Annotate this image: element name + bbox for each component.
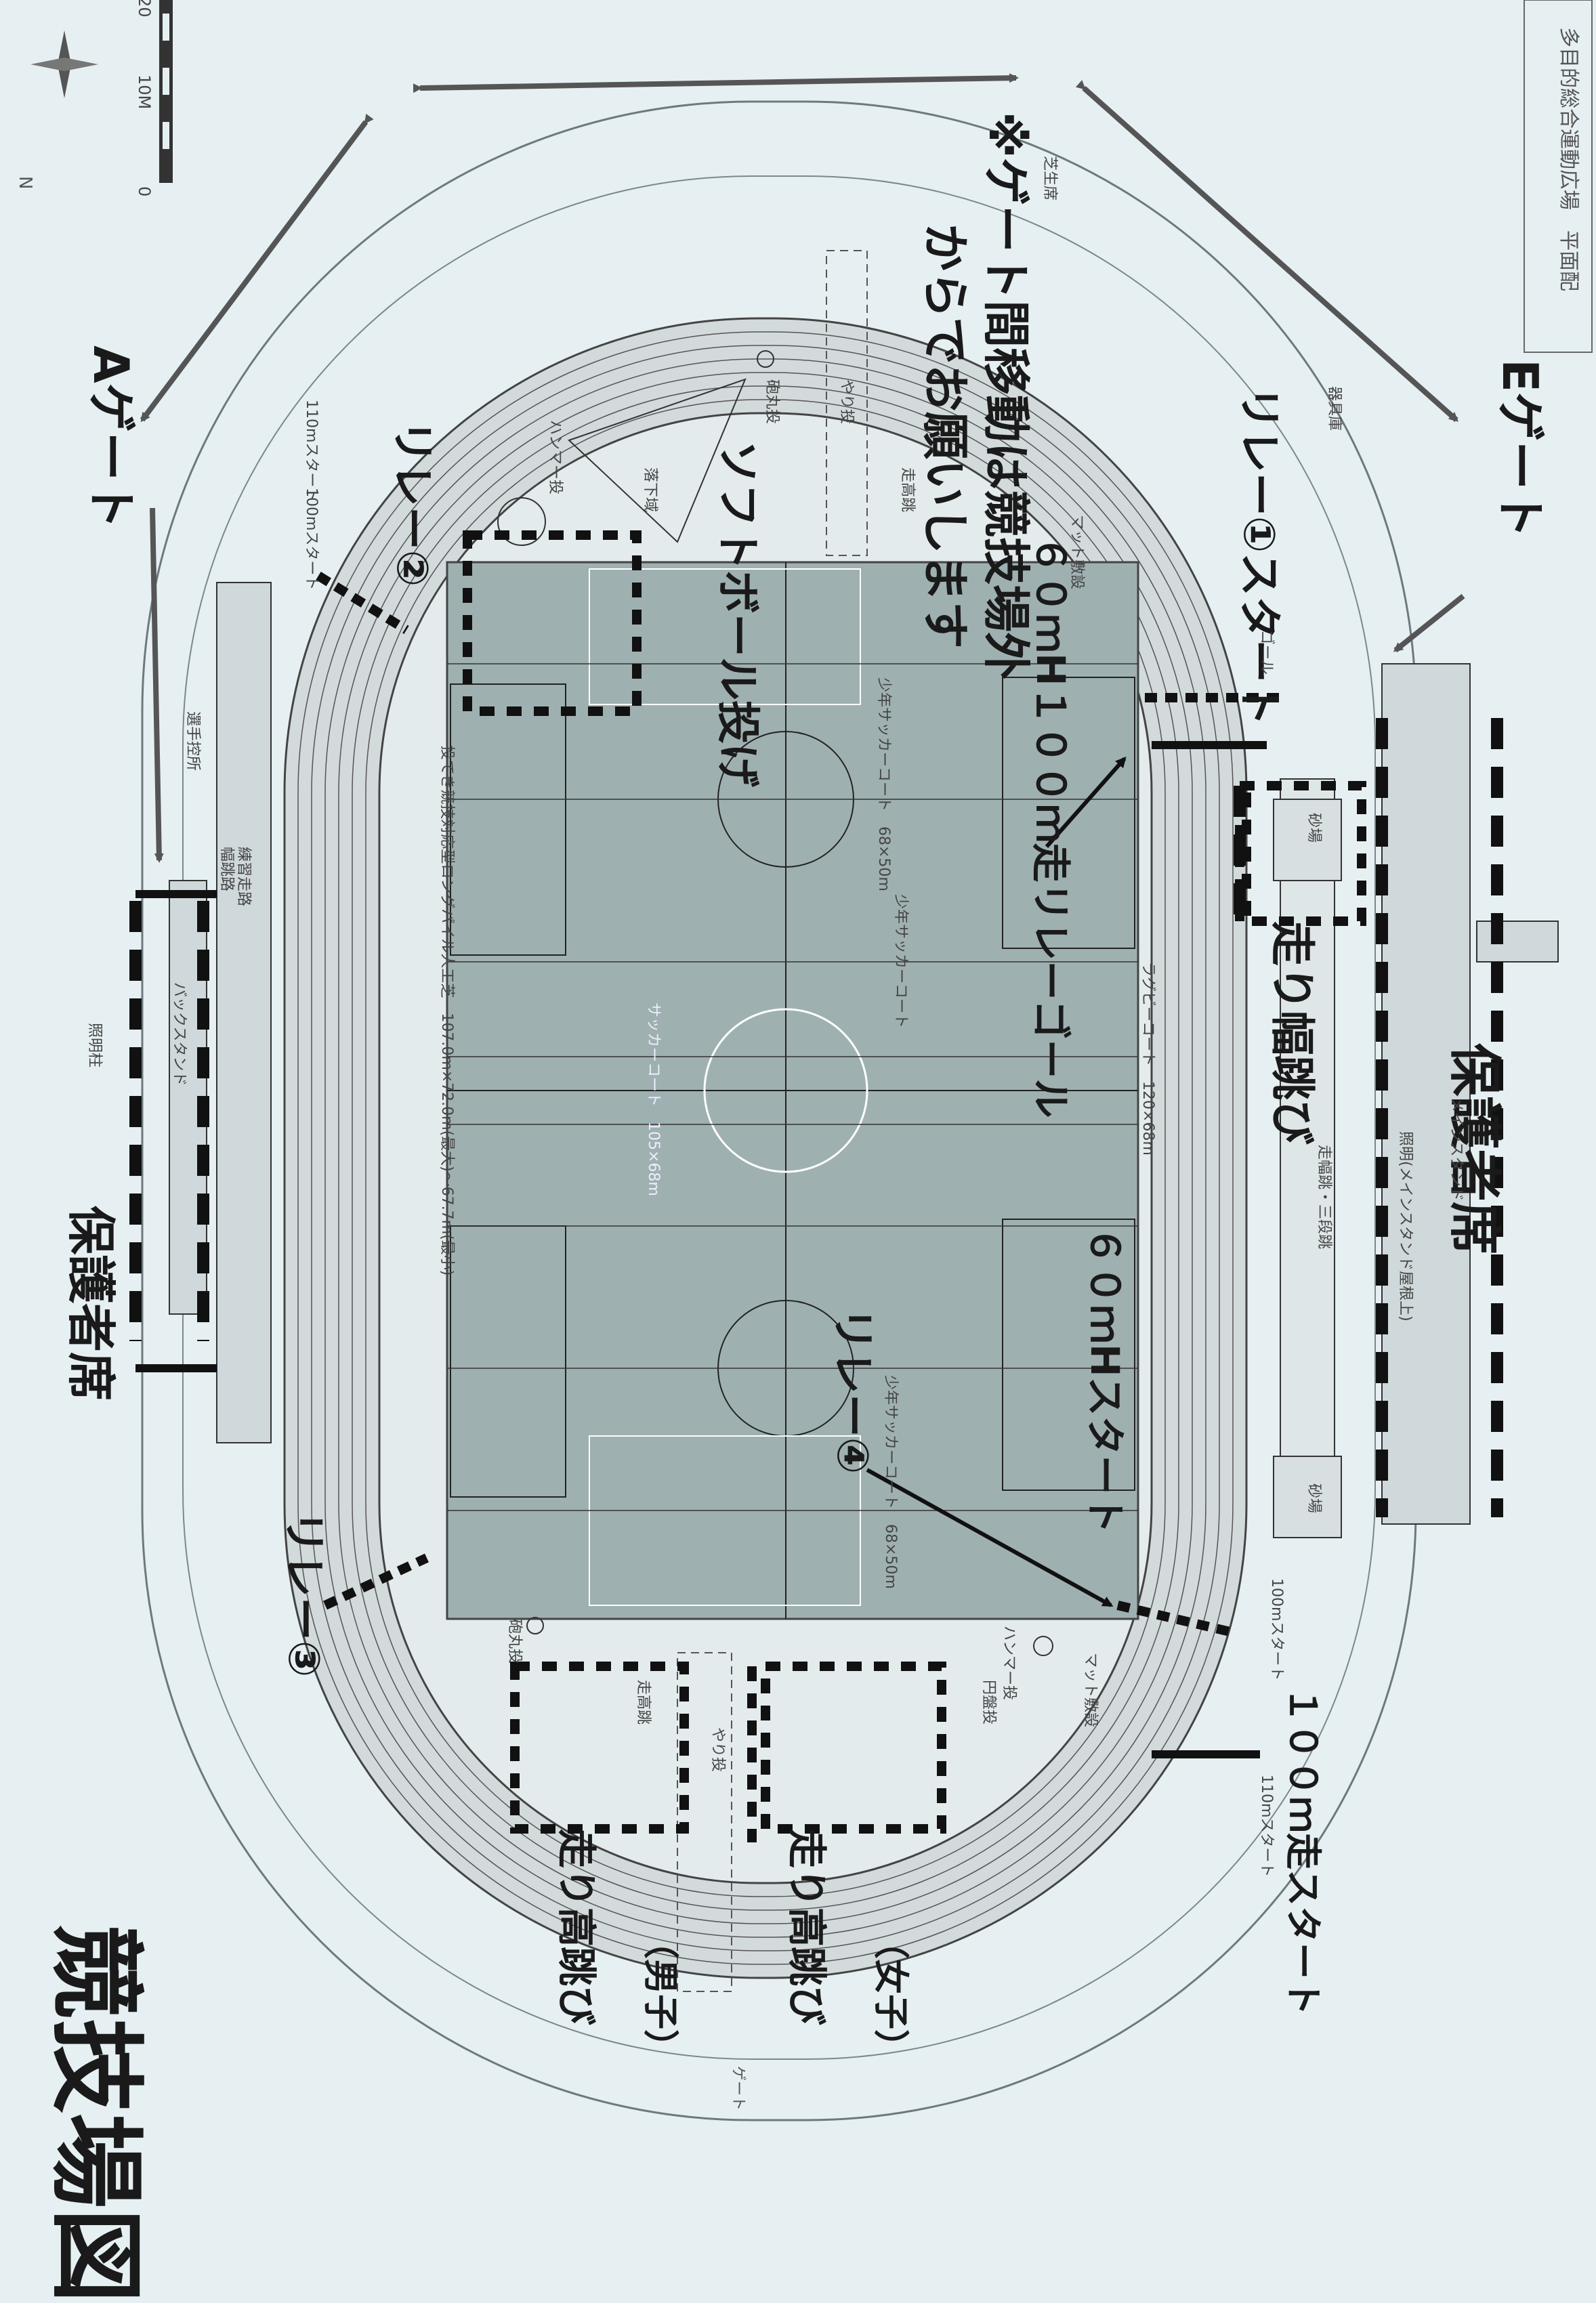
lawn-seat-top: 芝生席 (1041, 156, 1058, 201)
relay2-label: リレー② (387, 420, 437, 587)
start110-small-top: 110mスタート (303, 400, 320, 503)
gate-arrow-right (1075, 80, 1458, 422)
softball-sector (568, 378, 747, 543)
high-jump-men-zone (510, 1662, 689, 1834)
long-jump-label: 走り幅跳び (1266, 921, 1318, 1145)
rugby-label: ラグビーコート 120×68m (1139, 962, 1156, 1156)
hammer-circle (497, 497, 546, 546)
start100-small-top: 100mスタート (303, 488, 320, 591)
gate-a-arrow (150, 507, 164, 863)
pole-top: 走高跳 (899, 467, 916, 513)
gate-arrow-top (413, 73, 1019, 93)
hurdles-goal-label: ６０ｍH１００ｍ走リレーゴール (1028, 535, 1074, 1118)
shot-put-top: 砲丸投 (763, 379, 780, 425)
javelin-top: やり投 (838, 379, 855, 425)
high-jump-men-sub: （男子） (639, 1924, 680, 2065)
relay1-start: リレー①スタート (1234, 386, 1284, 727)
compass-icon (30, 30, 98, 98)
gate-arrow-left (140, 113, 374, 423)
pit-top-label: 砂場 (1305, 813, 1322, 843)
light-pole-label: 照明柱 (86, 1023, 103, 1068)
scale-bar (159, 0, 173, 183)
gate-note-1: ※ゲート間移動は競技場外 (978, 112, 1034, 680)
main-stand (1381, 663, 1471, 1525)
center-circle (703, 1008, 868, 1173)
high-jump-men-label: 走り高跳び (553, 1829, 600, 2026)
gate-e-label: Eゲート (1492, 359, 1549, 539)
north-label: N (15, 176, 35, 190)
guardian-seat-left: 保護者席 (62, 1206, 119, 1401)
hammer-bottom: ハンマー投 (1001, 1626, 1017, 1701)
start110-small: 110mスタート (1258, 1775, 1275, 1878)
relay3-label: リレー③ (278, 1510, 329, 1678)
landing-area: 落下域 (642, 467, 658, 513)
storage-top: 器具庫 (1326, 386, 1343, 431)
stadium-map: 競技場図 多目的総合運動広場 平面配 N 0 10M 20 Aゲート Eゲート … (15, 0, 1593, 2303)
discus-label: 円盤投 (980, 1680, 997, 1725)
hurdles-start-label: ６０ｍHスタート (1082, 1226, 1128, 1534)
scale-label-10: 10M (135, 75, 154, 110)
softball-throw-label: ソフトボール投げ (712, 440, 762, 787)
warmup-lane-label: 練習走路 (235, 847, 252, 907)
start-100m-label: １００ｍ走スタート (1282, 1687, 1324, 2016)
warmup-lane2-label: 幅跳路 (218, 847, 235, 892)
junior-soccer-mid-label: 少年サッカーコート (892, 894, 909, 1029)
corner-note: 多目的総合運動広場 平面配 (1557, 27, 1580, 291)
junior-soccer-top-label: 少年サッカーコート 68×50m (875, 677, 892, 891)
junior-soccer-bottom-label: 少年サッカーコート 68×50m (882, 1375, 899, 1589)
gate-a-label: Aゲート (83, 345, 140, 530)
pit-bottom-label: 砂場 (1305, 1483, 1322, 1514)
pole-bottom: 走高跳 (635, 1680, 652, 1725)
gate-small-label: ゲート (730, 2066, 747, 2111)
athlete-area-top: 選手控所 (184, 711, 201, 772)
goal-small: ゴール (1258, 630, 1275, 675)
scale-label-0: 0 (135, 186, 154, 197)
softball-zone (463, 530, 642, 716)
main-stand-label: メインスタンド (1448, 1097, 1465, 1202)
back-stand-label: バックスタンド (171, 982, 188, 1086)
turf-note-label: 投てき競技対応型ロングパイル人工芝 107.0m×72.0m(最大)～67.7m… (438, 745, 455, 1276)
javelin-bottom: やり投 (709, 1727, 726, 1773)
start100-small: 100mスタート (1268, 1578, 1285, 1681)
high-jump-women-label: 走り高跳び (784, 1829, 830, 2026)
shot-put-bottom: 砲丸投 (506, 1619, 523, 1664)
soccer-main-label: サッカーコート 105×68m (645, 1002, 662, 1196)
mat-bottom: マット敷設 (1082, 1653, 1099, 1728)
mat-top: マット敷設 (1068, 515, 1085, 590)
stadium-drawing (30, 0, 1593, 2121)
high-jump-women-zone (761, 1662, 946, 1834)
scale-label-20: 20 (135, 0, 154, 18)
gate-note-2: からでお願いします (917, 224, 973, 649)
gate-e-arrow (1393, 593, 1465, 653)
map-title: 競技場図 (40, 1924, 150, 2303)
hammer-top: ハンマー投 (547, 420, 564, 495)
long-jump-runway (1280, 778, 1335, 1538)
high-jump-women-sub: （女子） (870, 1924, 910, 2065)
main-stand-roof-label: 照明(メインスタンド屋根上) (1397, 1131, 1414, 1322)
relay4-label: リレー④ (827, 1307, 877, 1475)
runway-label: 走幅跳・三段跳 (1316, 1145, 1332, 1250)
